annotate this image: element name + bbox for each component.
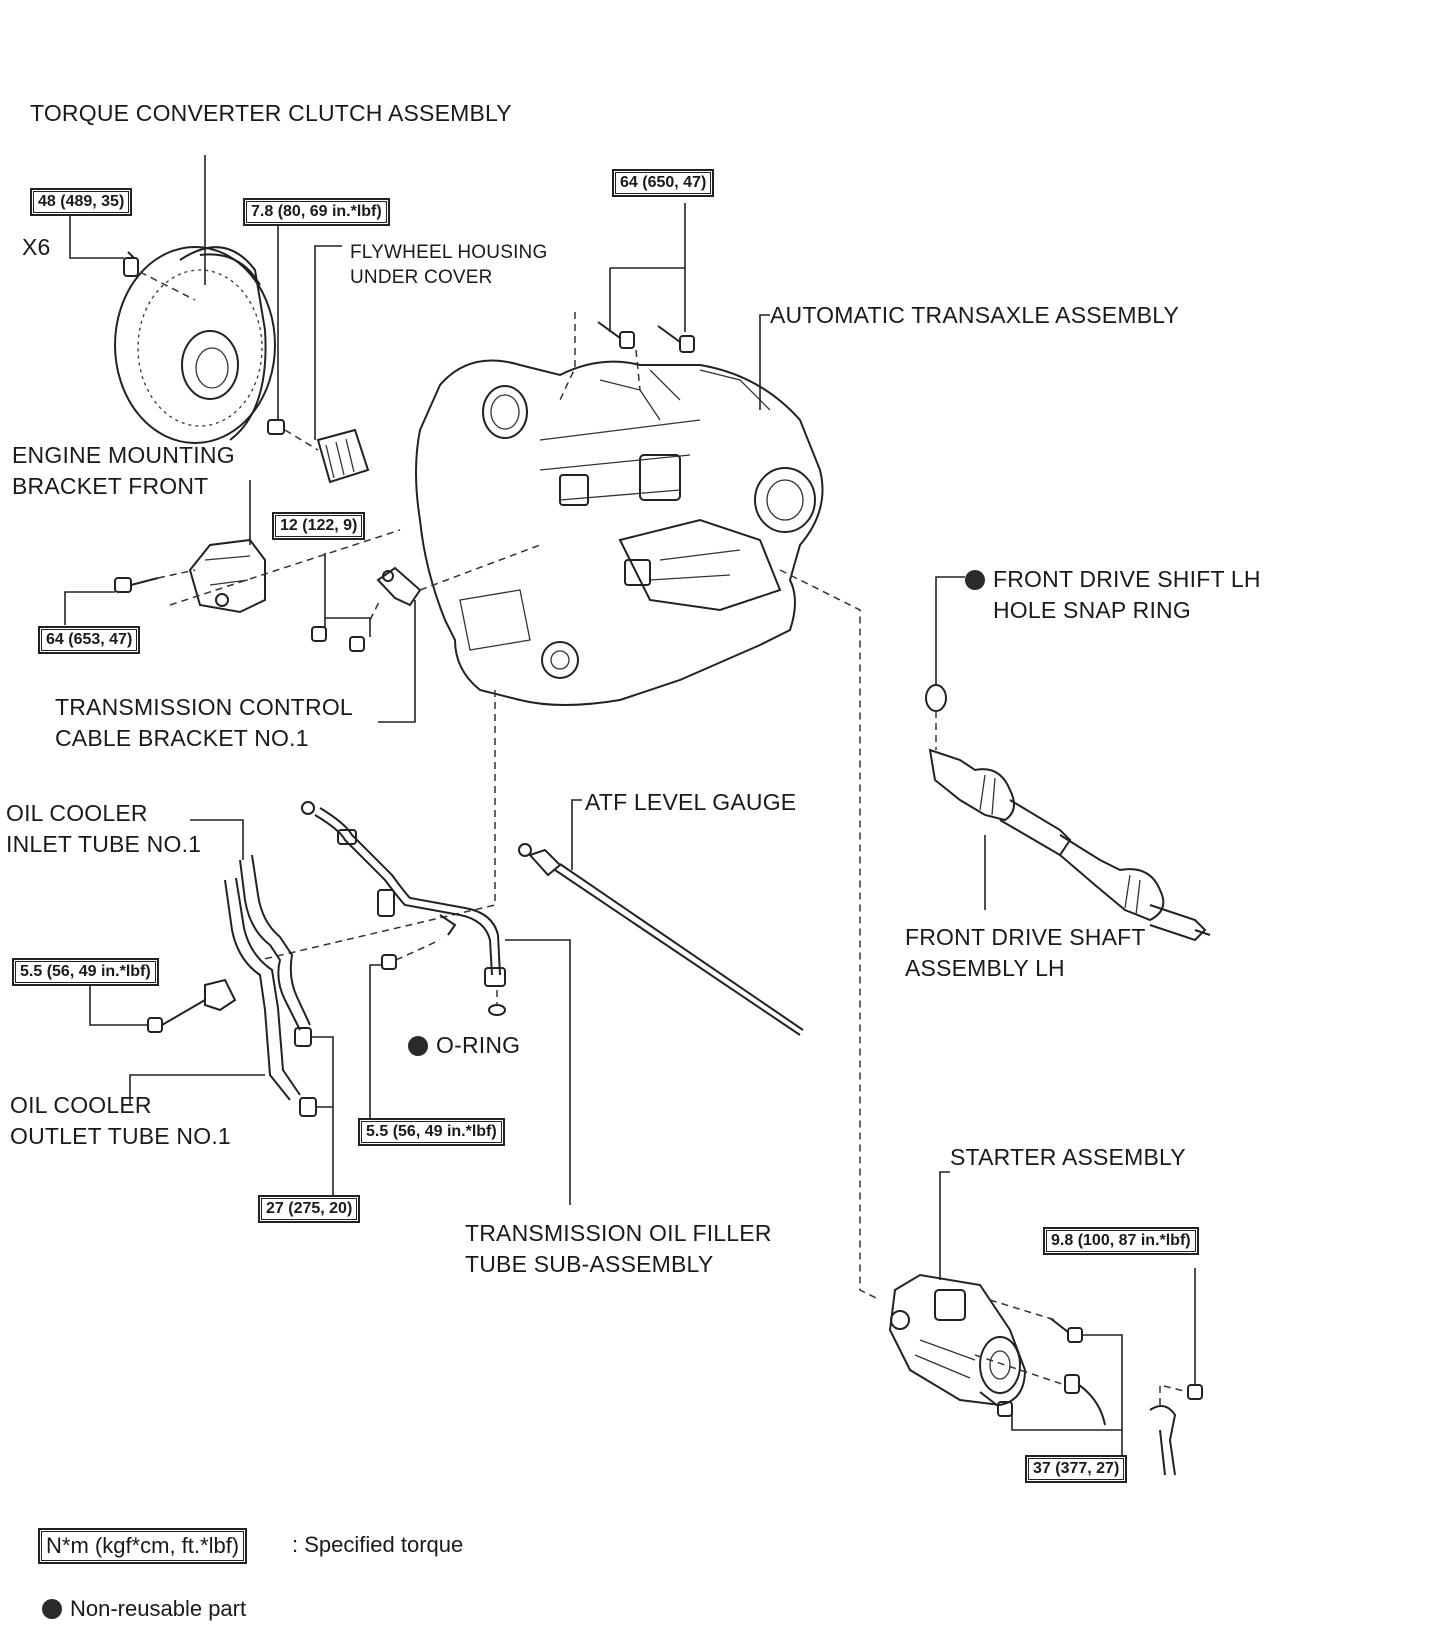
label-snap-ring-line1: FRONT DRIVE SHIFT LH [965, 564, 1261, 595]
torque-box-converter-bolts: 48 (489, 35) [30, 188, 133, 216]
o-ring-text: O-RING [436, 1032, 521, 1058]
torque-box-starter-bolts: 37 (377, 27) [1025, 1455, 1128, 1483]
transaxle-bolts-drawing [597, 321, 695, 353]
label-transaxle: AUTOMATIC TRANSAXLE ASSEMBLY [770, 302, 1180, 328]
drive-shaft-drawing [928, 748, 1211, 942]
snap-ring-drawing [925, 684, 947, 712]
legend-torque-box: N*m (kgf*cm, ft.*lbf) [38, 1528, 248, 1564]
oil-cooler-tubes-drawing [204, 854, 317, 1117]
label-engine-bracket-line2: BRACKET FRONT [12, 473, 209, 499]
torque-box-engine-bracket-bolt: 64 (653, 47) [38, 626, 141, 654]
torque-box-starter-nut: 9.8 (100, 87 in.*lbf) [1043, 1227, 1199, 1255]
torque-box-filler-bolt: 5.5 (56, 49 in.*lbf) [358, 1118, 505, 1146]
snap-ring-text-line1: FRONT DRIVE SHIFT LH [993, 566, 1261, 592]
flywheel-cover-drawing [316, 428, 370, 484]
label-control-bracket-line1: TRANSMISSION CONTROL [55, 694, 353, 720]
label-control-bracket-line2: CABLE BRACKET NO.1 [55, 725, 309, 751]
label-outlet-tube-line1: OIL COOLER [10, 1092, 152, 1118]
label-x6: X6 [22, 234, 51, 260]
torque-box-cover-bolt: 7.8 (80, 69 in.*lbf) [243, 198, 390, 226]
label-inlet-tube-line2: INLET TUBE NO.1 [6, 831, 202, 857]
torque-converter-drawing [114, 246, 276, 444]
label-filler-tube-line1: TRANSMISSION OIL FILLER [465, 1220, 772, 1246]
label-snap-ring-line2: HOLE SNAP RING [993, 597, 1191, 623]
starter-cable-drawing [1149, 1384, 1203, 1476]
label-flywheel-cover-line2: UNDER COVER [350, 267, 493, 288]
torque-box-inlet-clamp-bolt: 5.5 (56, 49 in.*lbf) [12, 958, 159, 986]
legend-non-reusable: Non-reusable part [42, 1594, 246, 1624]
label-engine-bracket-line1: ENGINE MOUNTING [12, 442, 235, 468]
engine-bracket-bolt-drawing [114, 577, 159, 593]
torque-box-bracket-bolts: 12 (122, 9) [272, 512, 366, 540]
control-bracket-drawing [376, 566, 422, 607]
atf-gauge-drawing [518, 843, 804, 1036]
label-filler-tube-line2: TUBE SUB-ASSEMBLY [465, 1251, 714, 1277]
torque-box-union-bolts: 27 (275, 20) [258, 1195, 361, 1223]
engine-bracket-drawing [188, 538, 266, 614]
label-atf-gauge: ATF LEVEL GAUGE [585, 789, 797, 815]
label-starter: STARTER ASSEMBLY [950, 1144, 1186, 1170]
label-inlet-tube-line1: OIL COOLER [6, 800, 148, 826]
legend-torque-text: : Specified torque [292, 1532, 464, 1557]
inlet-clamp-bolt-drawing [147, 999, 206, 1033]
non-reusable-dot-icon [42, 1599, 62, 1619]
starter-bolts-drawing [979, 1317, 1106, 1426]
starter-drawing [888, 1273, 1027, 1407]
non-reusable-dot-icon [408, 1036, 428, 1056]
control-bracket-bolts-drawing [311, 626, 365, 652]
label-outlet-tube-line2: OUTLET TUBE NO.1 [10, 1123, 231, 1149]
label-flywheel-cover-line1: FLYWHEEL HOUSING [350, 242, 548, 263]
filler-tube-bolt-drawing [381, 954, 397, 970]
legend-non-reusable-text: Non-reusable part [70, 1596, 247, 1621]
torque-box-transaxle-bolts: 64 (650, 47) [612, 169, 715, 197]
label-drive-shaft-line2: ASSEMBLY LH [905, 955, 1065, 981]
transaxle-drawing [415, 359, 824, 706]
label-o-ring: O-RING [408, 1030, 520, 1061]
converter-bolt-drawing [123, 251, 139, 277]
cover-bolt-drawing [267, 419, 285, 435]
non-reusable-dot-icon [965, 570, 985, 590]
label-torque-converter: TORQUE CONVERTER CLUTCH ASSEMBLY [30, 100, 512, 126]
o-ring-drawing [488, 1004, 506, 1016]
filler-tube-drawing [301, 801, 506, 987]
label-drive-shaft-line1: FRONT DRIVE SHAFT [905, 924, 1146, 950]
